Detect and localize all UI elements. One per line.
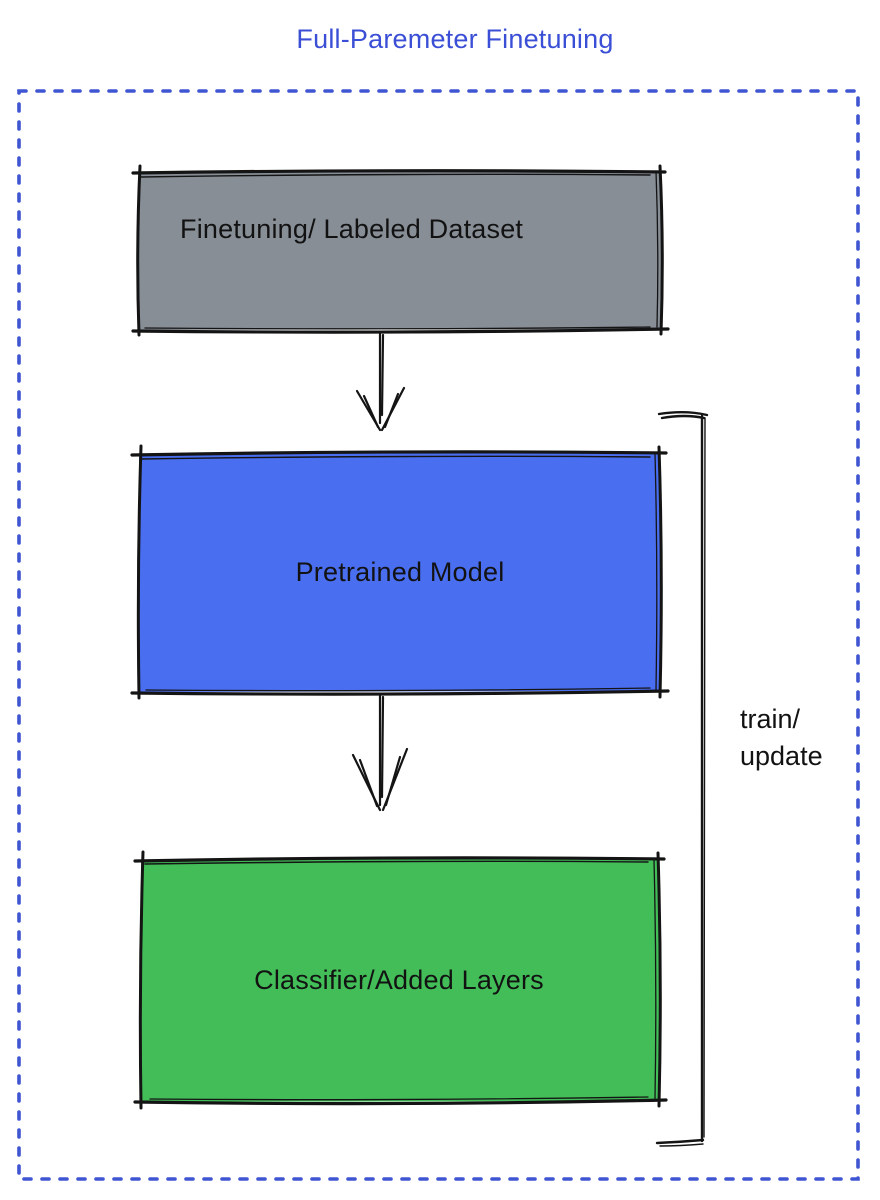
arrow-pretrained-to-classifier [351,694,409,812]
arrow-dataset-to-pretrained [355,332,406,432]
node-classifier-added-layers-fill [141,858,659,1102]
node-pretrained-model [130,444,670,700]
node-finetuning-dataset-fill [139,171,661,330]
dashed-container-border [17,89,860,1181]
node-classifier-added-layers [133,850,668,1110]
node-classifier-added-layers-border [133,850,668,1110]
node-pretrained-model-border [130,444,670,700]
node-finetuning-dataset-border [131,164,670,337]
node-pretrained-model-label: Pretrained Model [295,556,505,587]
node-finetuning-dataset-label: Finetuning/ Labeled Dataset [180,214,524,244]
node-classifier-added-layers-label: Classifier/Added Layers [254,964,544,995]
node-finetuning-dataset [131,164,670,337]
diagram-title: Full-Paremeter Finetuning [296,24,614,54]
node-pretrained-model-fill [139,452,661,692]
train-update-bracket [655,411,709,1147]
train-update-label: train/ update [740,704,823,771]
